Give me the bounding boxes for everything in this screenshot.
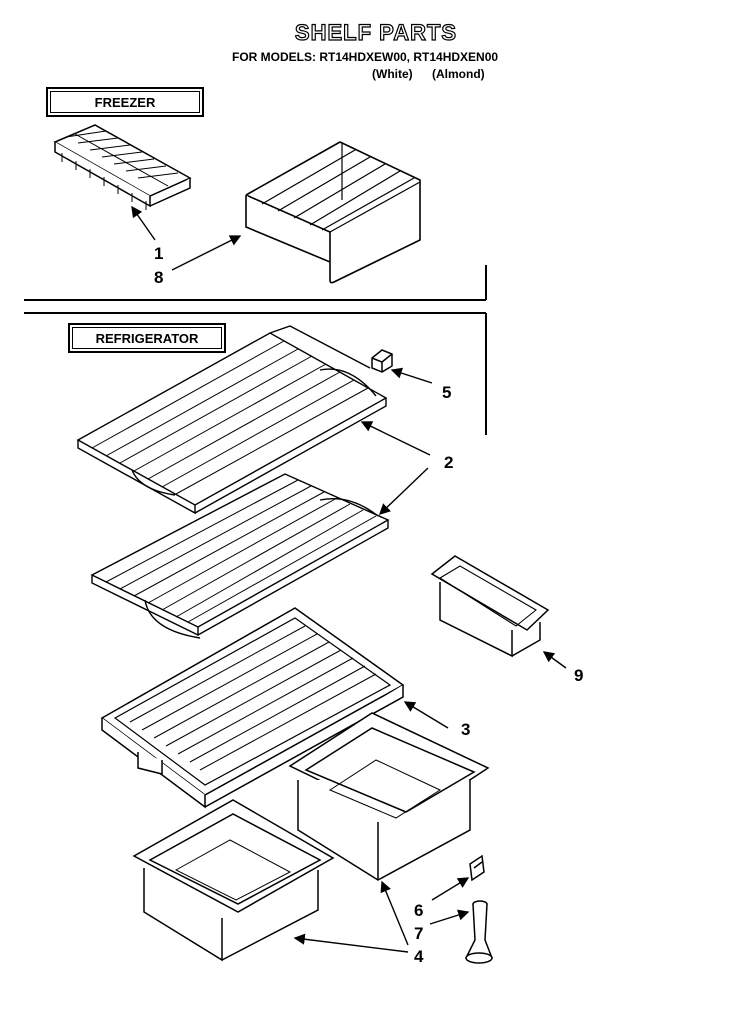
callout-7: 7 [414,924,424,943]
callout-2: 2 [444,453,454,472]
page-title: SHELF PARTS [294,19,458,45]
freezer-shelf-part [245,141,421,284]
callout-8: 8 [154,268,164,287]
cover-shelf-ribs [129,625,377,771]
upper-wire-shelf-part [76,325,388,515]
callout-leaders [131,205,567,953]
ice-tray-part [53,124,192,210]
color-almond-label: (Almond) [432,67,485,81]
leveling-screw-part [469,854,485,882]
leveling-leg-part [465,900,493,964]
shelf-stop-part [371,349,393,373]
callout-6: 6 [414,901,424,920]
utility-bin-part [430,555,550,658]
models-line: FOR MODELS: RT14HDXEW00, RT14HDXEN00 [232,50,499,64]
color-white-label: (White) [372,67,413,81]
right-crisper-drawer-part [288,712,490,881]
callout-1: 1 [154,244,164,263]
callout-5: 5 [442,383,452,402]
callout-3: 3 [461,720,471,739]
callout-4: 4 [414,947,424,966]
crisper-cover-shelf-part [100,607,405,809]
callout-9: 9 [574,666,584,685]
section-dividers [24,265,487,435]
refrigerator-section-label: REFRIGERATOR [68,323,226,353]
upper-shelf-wires [91,340,369,495]
lower-wire-shelf-part [90,473,390,639]
freezer-section-label: FREEZER [46,87,204,117]
left-crisper-drawer-part [132,799,335,962]
lower-shelf-wires [105,479,377,623]
